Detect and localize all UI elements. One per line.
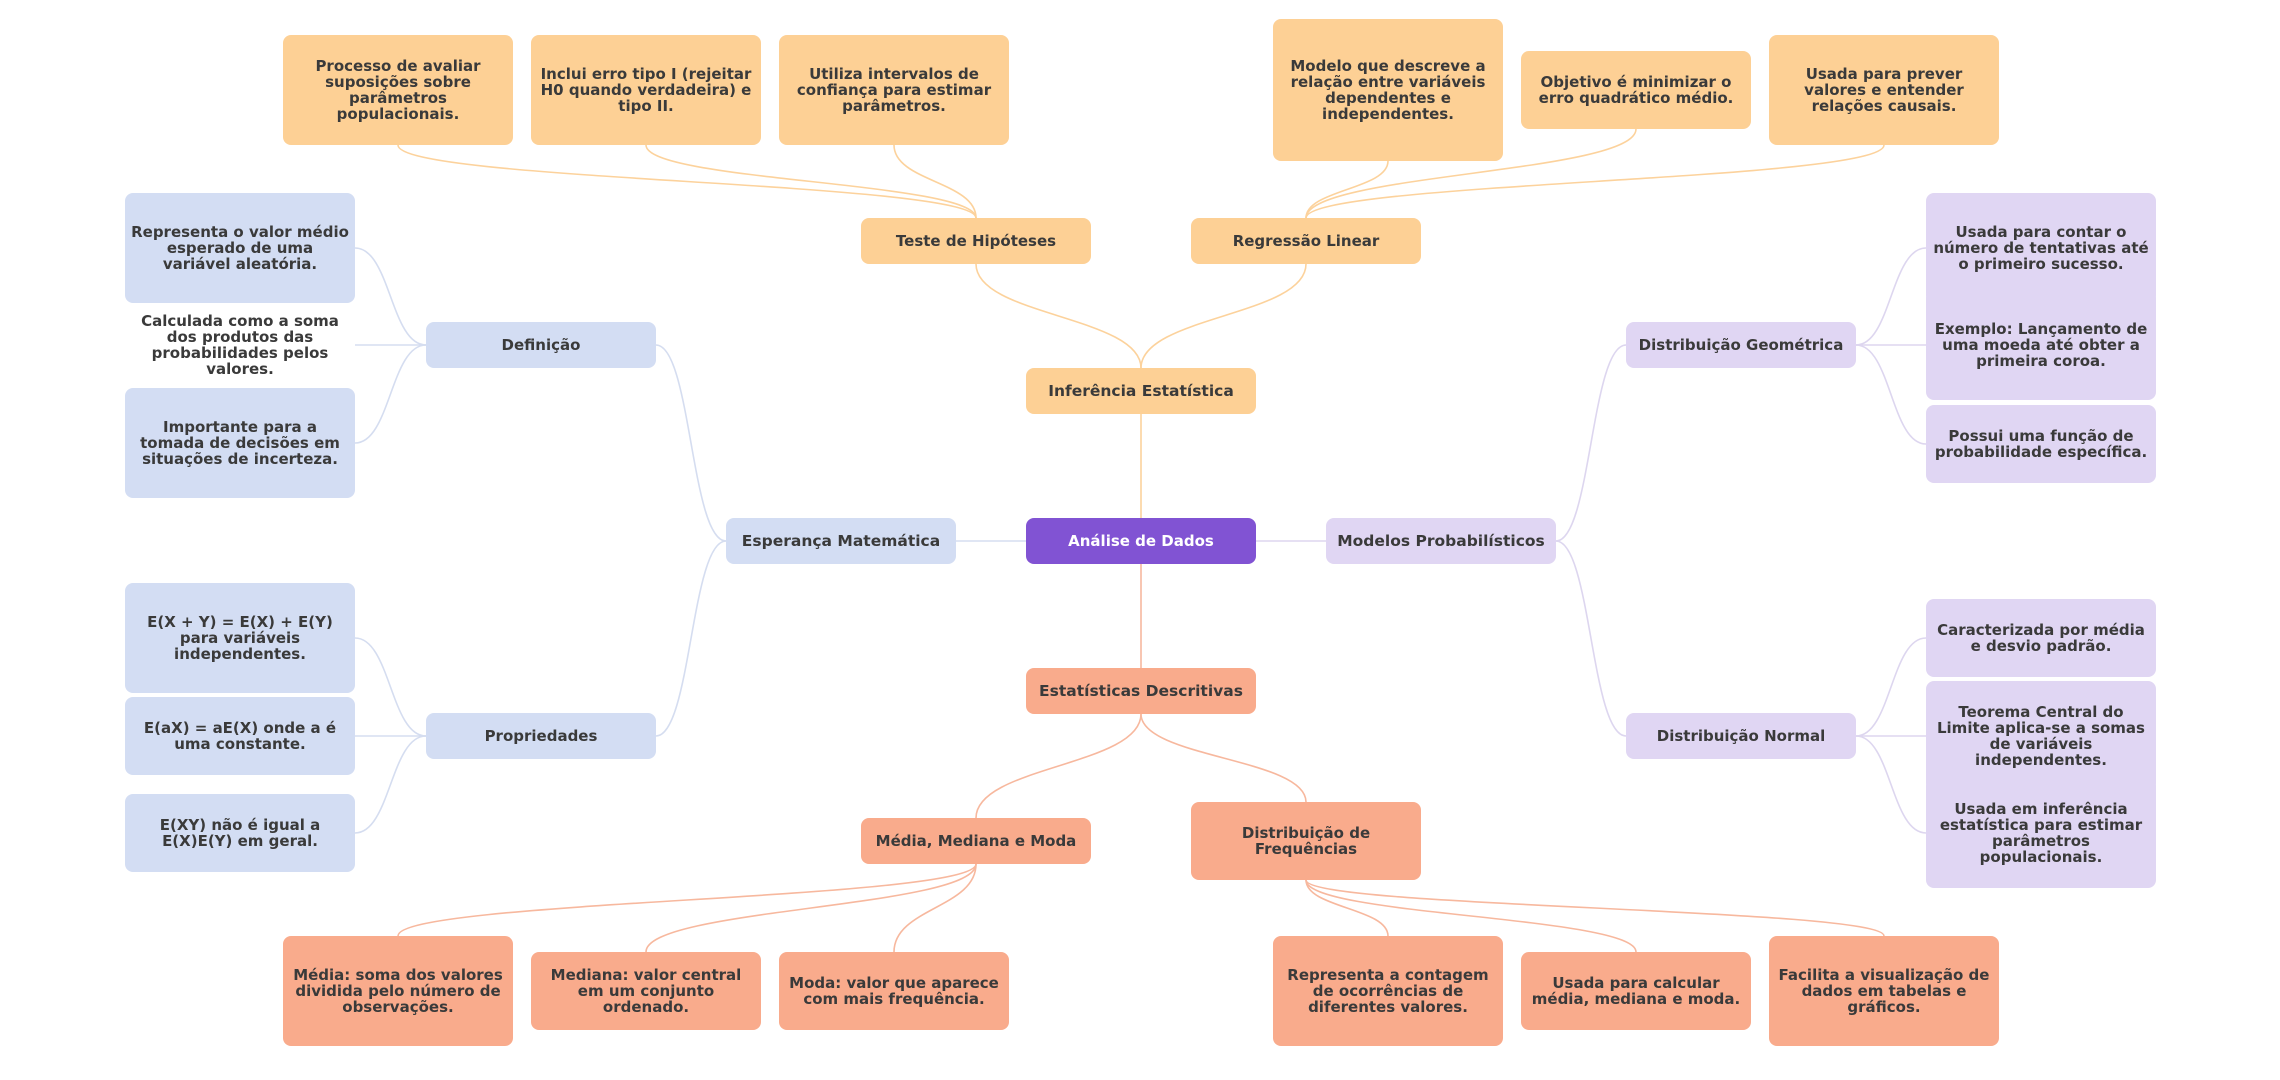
link-descritivas-mmm	[975, 713, 1142, 819]
note-propriedades-2: E(aX) = aE(X) onde a é uma constante.	[125, 697, 355, 775]
link-modelos-geometrica	[1555, 344, 1627, 542]
topic-inferencia-estatistica[interactable]: Inferência Estatística	[1026, 368, 1256, 414]
subtopic-distribuicao-geometrica[interactable]: Distribuição Geométrica	[1626, 322, 1856, 368]
subtopic-distribuicao-normal[interactable]: Distribuição Normal	[1626, 713, 1856, 759]
note-frequencias-2: Usada para calcular média, mediana e mod…	[1521, 952, 1751, 1030]
note-mmm-3: Moda: valor que aparece com mais frequên…	[779, 952, 1009, 1030]
note-regressao-2: Objetivo é minimizar o erro quadrático m…	[1521, 51, 1751, 129]
link-note-propriedades-3	[354, 735, 427, 834]
link-modelos-normal	[1555, 540, 1627, 737]
note-propriedades-3: E(XY) não é igual a E(X)E(Y) em geral.	[125, 794, 355, 872]
link-note-geometrica-1	[1855, 247, 1927, 346]
note-propriedades-1: E(X + Y) = E(X) + E(Y) para variáveis in…	[125, 583, 355, 693]
link-esperanca-definicao	[655, 344, 727, 542]
note-geometrica-2: Exemplo: Lançamento de uma moeda até obt…	[1926, 290, 2156, 400]
subtopic-definicao[interactable]: Definição	[426, 322, 656, 368]
link-note-teste-3	[893, 144, 977, 219]
link-note-normal-3	[1855, 735, 1927, 834]
link-note-teste-1	[397, 144, 977, 219]
link-note-geometrica-3	[1855, 344, 1927, 445]
note-teste-3: Utiliza intervalos de confiança para est…	[779, 35, 1009, 145]
note-definicao-3: Importante para a tomada de decisões em …	[125, 388, 355, 498]
link-note-regressao-3	[1305, 144, 1885, 219]
note-regressao-1: Modelo que descreve a relação entre vari…	[1273, 19, 1503, 161]
root-node[interactable]: Análise de Dados	[1026, 518, 1256, 564]
note-frequencias-1: Representa a contagem de ocorrências de …	[1273, 936, 1503, 1046]
topic-estatisticas-descritivas[interactable]: Estatísticas Descritivas	[1026, 668, 1256, 714]
link-note-teste-2	[645, 144, 977, 219]
note-normal-1: Caracterizada por média e desvio padrão.	[1926, 599, 2156, 677]
note-definicao-1: Representa o valor médio esperado de uma…	[125, 193, 355, 303]
note-teste-2: Inclui erro tipo I (rejeitar H0 quando v…	[531, 35, 761, 145]
note-definicao-2: Calculada como a soma dos produtos das p…	[141, 311, 339, 379]
subtopic-regressao-linear[interactable]: Regressão Linear	[1191, 218, 1421, 264]
link-note-frequencias-2	[1305, 879, 1637, 953]
link-descritivas-frequencias	[1140, 713, 1307, 803]
link-note-mmm-1	[397, 863, 977, 937]
link-note-definicao-1	[354, 247, 427, 346]
note-frequencias-3: Facilita a visualização de dados em tabe…	[1769, 936, 1999, 1046]
note-normal-3: Usada em inferência estatística para est…	[1926, 778, 2156, 888]
link-note-frequencias-1	[1305, 879, 1389, 937]
note-regressao-3: Usada para prever valores e entender rel…	[1769, 35, 1999, 145]
note-geometrica-1: Usada para contar o número de tentativas…	[1926, 193, 2156, 303]
link-inferencia-teste	[975, 263, 1142, 369]
subtopic-propriedades[interactable]: Propriedades	[426, 713, 656, 759]
link-note-regressao-2	[1305, 128, 1637, 219]
note-mmm-1: Média: soma dos valores dividida pelo nú…	[283, 936, 513, 1046]
link-note-definicao-3	[354, 344, 427, 444]
note-geometrica-3: Possui uma função de probabilidade espec…	[1926, 405, 2156, 483]
subtopic-media-mediana-moda[interactable]: Média, Mediana e Moda	[861, 818, 1091, 864]
subtopic-distribuicao-de-frequencias[interactable]: Distribuição de Frequências	[1191, 802, 1421, 880]
topic-esperanca-matematica[interactable]: Esperança Matemática	[726, 518, 956, 564]
note-normal-2: Teorema Central do Limite aplica-se a so…	[1926, 681, 2156, 791]
subtopic-teste-de-hipoteses[interactable]: Teste de Hipóteses	[861, 218, 1091, 264]
link-note-mmm-3	[893, 863, 977, 953]
link-note-mmm-2	[645, 863, 977, 953]
link-note-frequencias-3	[1305, 879, 1885, 937]
link-esperanca-propriedades	[655, 540, 727, 737]
note-teste-1: Processo de avaliar suposições sobre par…	[283, 35, 513, 145]
link-note-propriedades-1	[354, 637, 427, 737]
link-note-normal-1	[1855, 637, 1927, 737]
topic-modelos-probabilisticos[interactable]: Modelos Probabilísticos	[1326, 518, 1556, 564]
link-inferencia-regressao	[1140, 263, 1307, 369]
link-note-regressao-1	[1305, 160, 1389, 219]
note-mmm-2: Mediana: valor central em um conjunto or…	[531, 952, 761, 1030]
